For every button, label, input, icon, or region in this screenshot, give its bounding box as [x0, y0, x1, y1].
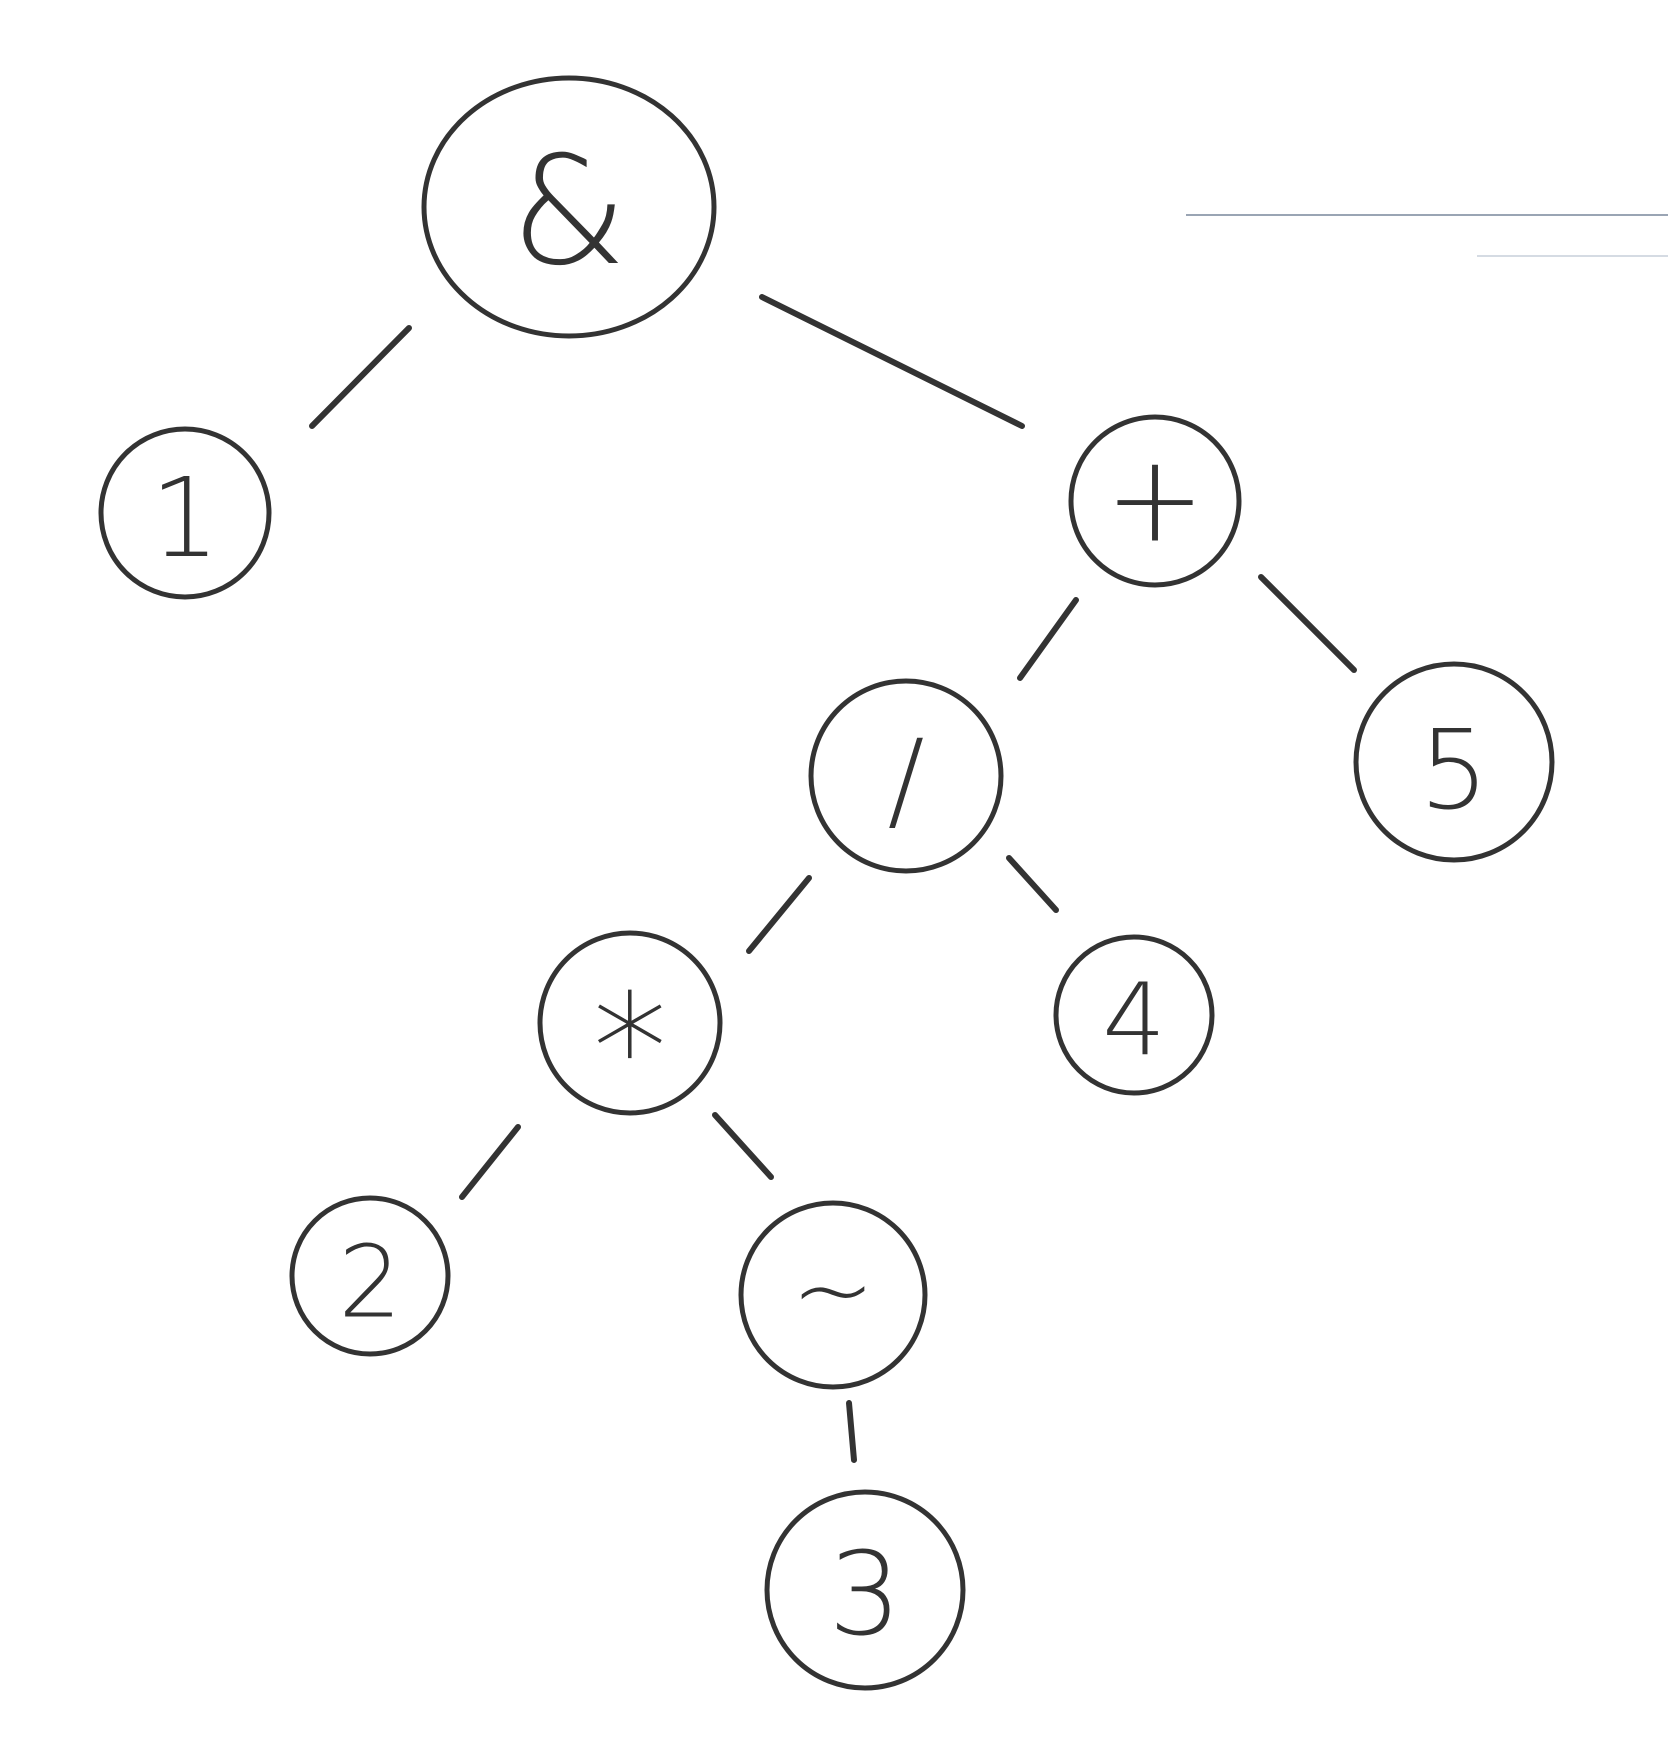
edge-div-mul — [746, 875, 812, 954]
node-div: / — [808, 678, 1004, 874]
node-one: 1 — [98, 426, 272, 600]
edge-mul-tilde — [712, 1112, 774, 1180]
edge-plus-five — [1258, 574, 1357, 673]
node-five: 5 — [1353, 661, 1555, 863]
node-label: 4 — [1102, 962, 1166, 1079]
edge-plus-div — [1017, 597, 1079, 681]
node-mul: * — [537, 930, 723, 1137]
edge-and-plus — [759, 294, 1025, 429]
edge-mul-two — [459, 1124, 521, 1200]
node-three: 3 — [764, 1489, 966, 1691]
node-label: 3 — [828, 1528, 901, 1662]
node-and: & — [421, 75, 717, 339]
node-tilde: ~ — [738, 1200, 928, 1390]
node-label: / — [887, 716, 924, 844]
node-label: + — [1105, 431, 1206, 570]
node-label: 1 — [150, 454, 220, 582]
node-label: & — [511, 125, 628, 299]
node-label: 5 — [1419, 706, 1489, 834]
node-two: 2 — [289, 1195, 451, 1357]
node-label: 2 — [338, 1224, 402, 1341]
node-four: 4 — [1053, 934, 1215, 1096]
node-plus: + — [1068, 414, 1242, 588]
node-label: ~ — [791, 1232, 875, 1349]
node-label: * — [593, 963, 668, 1137]
edge-tilde-three — [846, 1400, 857, 1463]
edge-and-one — [309, 325, 412, 429]
edge-div-four — [1006, 855, 1059, 913]
